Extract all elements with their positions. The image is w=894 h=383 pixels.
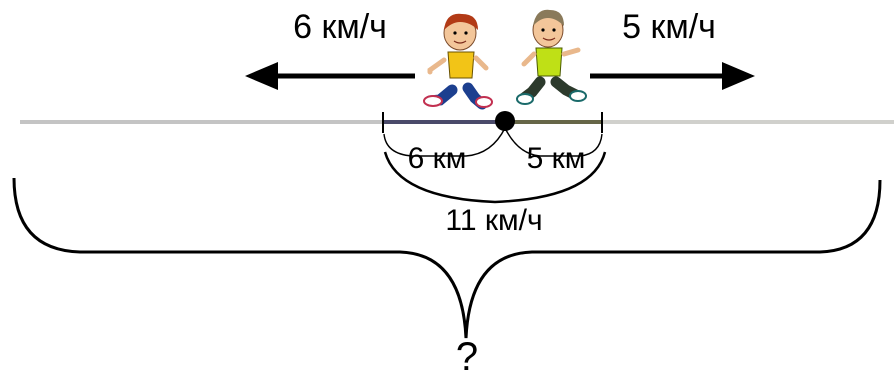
combined-speed-label: 11 км/ч (445, 204, 542, 237)
start-point (495, 111, 515, 131)
brace-left (383, 127, 506, 157)
boy-walking-left-icon (423, 13, 493, 110)
right-distance-label: 5 км (527, 142, 586, 175)
right-arrow-head (722, 62, 755, 90)
question-mark: ? (456, 335, 478, 378)
left-distance-label: 6 км (408, 142, 467, 175)
big-brace (12, 177, 882, 339)
left-speed-label: 6 км/ч (293, 8, 387, 46)
combined-arc (383, 151, 607, 204)
boy-walking-right-icon (516, 9, 587, 105)
left-arrow-head (245, 62, 278, 90)
brace-right (504, 127, 603, 157)
right-speed-label: 5 км/ч (622, 8, 716, 46)
